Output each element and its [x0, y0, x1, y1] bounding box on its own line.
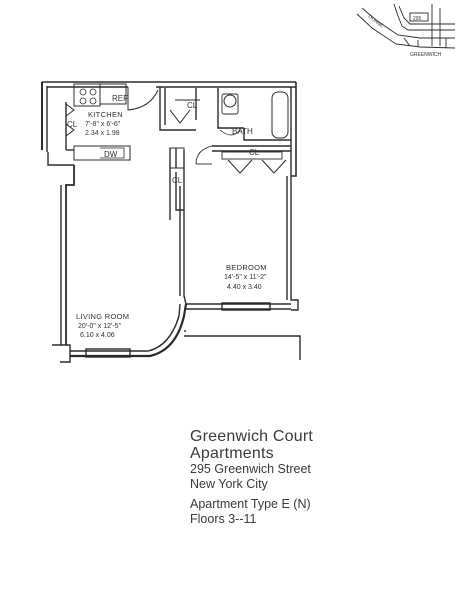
- caption-title-line1: Greenwich Court: [190, 428, 314, 445]
- living-room-name: LIVING ROOM: [76, 312, 129, 321]
- living-room-dims-metric: 6.10 x 4.06: [80, 332, 115, 339]
- key-street-upper: DUANE: [367, 14, 385, 30]
- kitchen-dims-metric: 2.34 x 1.98: [85, 130, 120, 137]
- refrigerator-label: REF: [112, 94, 128, 103]
- bedroom-name: BEDROOM: [226, 263, 267, 272]
- plan-caption: Greenwich Court Apartments 295 Greenwich…: [190, 428, 450, 527]
- caption-title-line2: Apartments: [190, 445, 274, 462]
- interior-walls: [65, 83, 291, 305]
- bedroom-dims-metric: 4.40 x 3.40: [227, 284, 262, 291]
- living-room-dims-imperial: 20'-0" x 12'-5": [78, 323, 122, 330]
- closet-label-bedroom: CL: [249, 148, 260, 157]
- bath-label: BATH: [232, 127, 253, 136]
- kitchen-name: KITCHEN: [88, 110, 123, 119]
- caption-address: 295 Greenwich Street: [190, 462, 311, 476]
- caption-city: New York City: [190, 477, 268, 491]
- caption-floors: Floors 3--11: [190, 512, 257, 526]
- dishwasher-label: DW: [104, 150, 118, 159]
- closet-label-kitchen: CL: [67, 120, 78, 129]
- caption-apartment-type: Apartment Type E (N): [190, 497, 311, 511]
- closet-label-top: CL: [187, 101, 198, 110]
- exterior-walls: [41, 81, 301, 363]
- kitchen-dims-imperial: 7'-8" x 6'-6": [85, 121, 121, 128]
- key-map: [356, 3, 456, 49]
- closet-label-hall: CL: [172, 176, 183, 185]
- bedroom-dims-imperial: 14'-5" x 11'-2": [224, 274, 267, 281]
- key-building-mark: 295: [413, 16, 422, 22]
- key-street-lower: GREENWICH: [410, 52, 442, 58]
